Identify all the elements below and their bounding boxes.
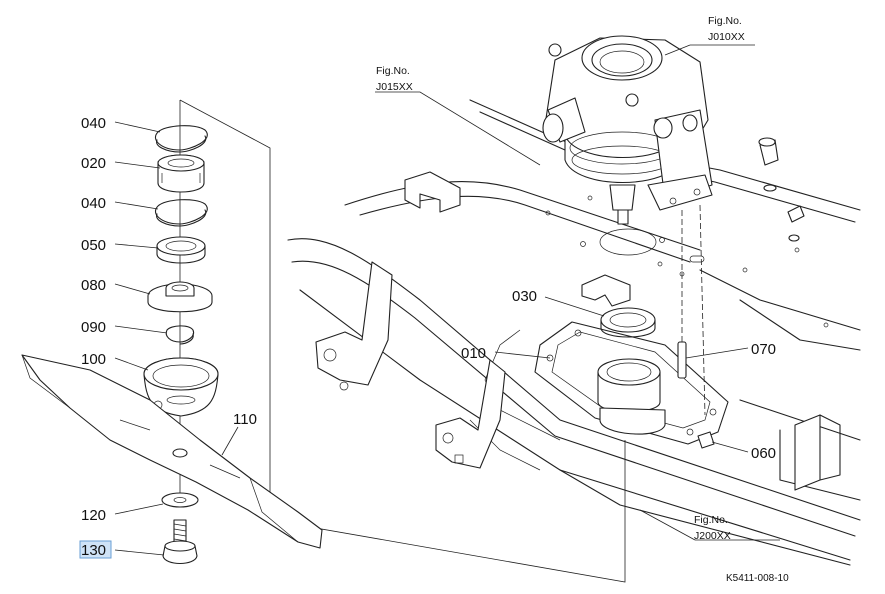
selected-part-highlight	[79, 540, 112, 559]
label-130[interactable]: 130	[81, 542, 106, 559]
blade-110	[21, 354, 323, 549]
upper-mount-bracket	[404, 171, 631, 307]
fig-j015-code[interactable]: J015XX	[376, 81, 413, 93]
exploded-spindle-stack	[21, 99, 626, 583]
fig-j200-label: Fig.No.	[694, 514, 728, 526]
label-070[interactable]: 070	[751, 341, 776, 358]
label-040-upper[interactable]: 040	[81, 115, 106, 132]
bolt-060	[697, 431, 715, 449]
leader-lines	[114, 44, 780, 556]
bearing-housing-plate	[534, 321, 729, 445]
pin-070	[677, 204, 706, 416]
circlip-040-upper	[154, 125, 208, 151]
gearbox-assembly	[542, 35, 713, 225]
part-labels: 040 020 040 050 080 090 100 110 120 130 …	[79, 115, 776, 559]
deck-side-bracket	[315, 261, 506, 469]
label-050[interactable]: 050	[81, 237, 106, 254]
oil-seal-030	[600, 307, 656, 338]
label-100[interactable]: 100	[81, 351, 106, 368]
fig-j010-label: Fig.No.	[708, 15, 742, 27]
label-090[interactable]: 090	[81, 319, 106, 336]
label-010[interactable]: 010	[461, 345, 486, 362]
fig-j010-code[interactable]: J010XX	[708, 31, 745, 43]
right-fasteners	[758, 137, 805, 242]
label-020[interactable]: 020	[81, 155, 106, 172]
label-080[interactable]: 080	[81, 277, 106, 294]
label-110[interactable]: 110	[233, 411, 257, 428]
label-060[interactable]: 060	[751, 445, 776, 462]
label-030[interactable]: 030	[512, 288, 537, 305]
fig-j200-code[interactable]: J200XX	[694, 530, 731, 542]
label-120[interactable]: 120	[81, 507, 106, 524]
diagram-reference-number: K5411-008-10	[726, 573, 789, 584]
label-040-lower[interactable]: 040	[81, 195, 106, 212]
fig-j015-label: Fig.No.	[376, 65, 410, 77]
figure-references: Fig.No. J010XX Fig.No. J015XX Fig.No. J2…	[376, 15, 789, 584]
